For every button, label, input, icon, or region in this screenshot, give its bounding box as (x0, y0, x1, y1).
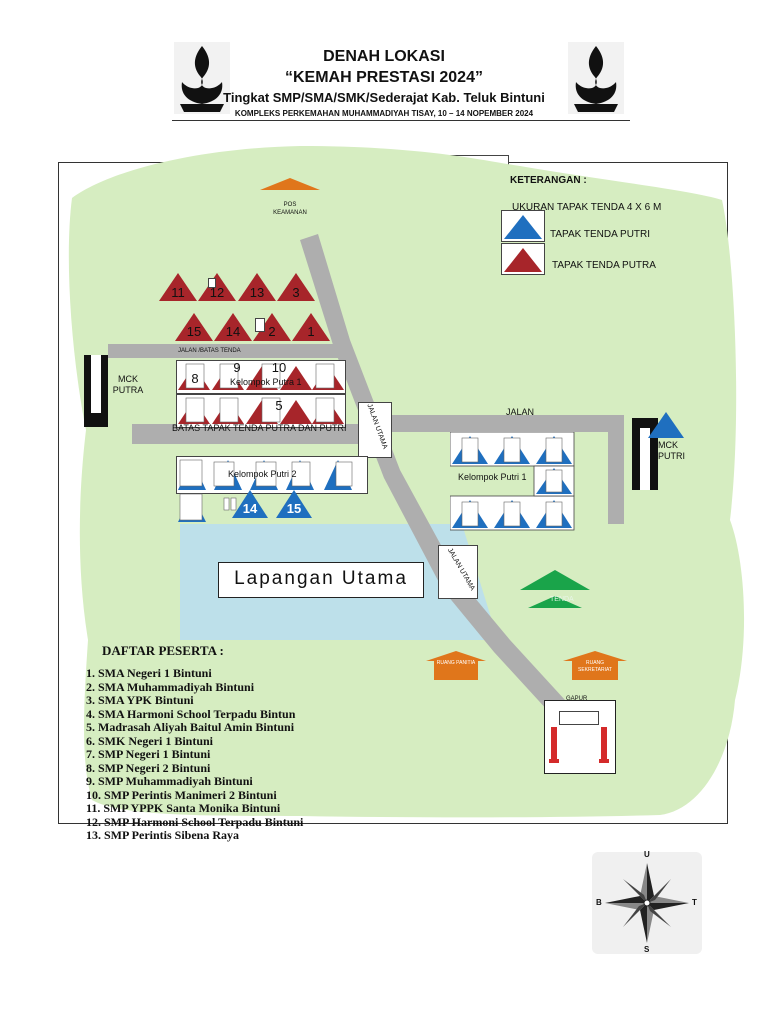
tent-number: 13 (249, 285, 265, 300)
compass-east: T (692, 898, 697, 907)
list-item: 2. SMA Muhammadiyah Bintuni (86, 679, 255, 694)
header-divider (172, 120, 630, 121)
peserta-title: DAFTAR PESERTA : (102, 643, 224, 658)
mck-putri-label: MCK PUTRI (658, 440, 685, 461)
compass-south: S (644, 945, 650, 954)
putra-tent (277, 273, 315, 301)
putra-tent (214, 313, 252, 341)
tent-number: 10 (271, 360, 287, 375)
peserta-list: 1. SMA Negeri 1 Bintuni 2. SMA Muhammadi… (86, 666, 304, 843)
list-item: 11. SMP YPPK Santa Monika Bintuni (86, 801, 281, 815)
scout-logo-right-icon (568, 42, 624, 114)
legend-putra-icon (501, 243, 545, 275)
compass-rose: U S B T (592, 850, 702, 954)
list-item: 6. SMK Negeri 1 Bintuni (86, 733, 214, 748)
putri-tent (276, 490, 312, 518)
kelompok-putri-1-label: Kelompok Putri 1 (458, 472, 527, 482)
compass-north: U (644, 850, 650, 859)
tent-number: 11 (171, 285, 185, 300)
kelompok-putri-2-label: Kelompok Putri 2 (228, 469, 297, 479)
tent-number: 12 (209, 285, 225, 300)
putra-tent (198, 273, 236, 301)
list-item: 8. SMP Negeri 2 Bintuni (86, 760, 211, 775)
mck-putri-roof-icon (648, 412, 684, 438)
compass-rose-icon (605, 863, 689, 943)
list-item: 12. SMP Harmoni School Terpadu Bintuni (86, 814, 304, 829)
small-marker (255, 318, 265, 332)
list-item: 13. SMP Perintis Sibena Raya (86, 828, 240, 842)
legend-putri-label: TAPAK TENDA PUTRI (550, 229, 651, 240)
list-item: 3. SMA YPK Bintuni (86, 693, 194, 707)
scout-logo-left-icon (174, 42, 230, 114)
tent-number: 1 (307, 324, 315, 339)
mck-putra-building (84, 355, 108, 427)
putri-1-tents (450, 432, 575, 531)
putra-tent (159, 273, 197, 301)
legend-putri-icon (501, 210, 545, 242)
tent-number: 15 (286, 501, 302, 516)
title-line-2: “KEMAH PRESTASI 2024” (285, 69, 483, 86)
lapangan-utama-label: Lapangan Utama (218, 562, 424, 598)
putra-tent (292, 313, 330, 341)
legend-title: KETERANGAN : (510, 175, 587, 186)
title-line-1: DENAH LOKASI (323, 48, 445, 65)
gapura-label: GAPUR (566, 696, 588, 702)
tenda-label: TENDA (550, 596, 574, 603)
jalan-utama-sign-2: JALAN UTAMA (438, 545, 478, 599)
putra-tent (175, 313, 213, 341)
tent-number: 15 (186, 324, 202, 339)
batas-label: BATAS TAPAK TENDA PUTRA DAN PUTRI (172, 423, 347, 433)
tenda-roof-icon (520, 570, 590, 590)
tent-number: 8 (191, 371, 199, 386)
putra-box-tents (178, 363, 344, 424)
tent-number: 9 (233, 360, 241, 375)
jalan-label: JALAN (506, 407, 535, 417)
small-marker (208, 278, 216, 288)
list-item: 4. SMA Harmoni School Terpadu Bintun (86, 706, 296, 721)
pos-keamanan-roof-icon (260, 178, 320, 190)
tenda-roof-icon-2 (528, 596, 582, 608)
list-item: 1. SMA Negeri 1 Bintuni (86, 666, 212, 680)
list-item: 5. Madrasah Aliyah Baitul Amin Bintuni (86, 720, 295, 734)
mck-putra-label: MCK PUTRA (112, 374, 144, 395)
legend-size: UKURAN TAPAK TENDA 4 X 6 M (512, 202, 662, 213)
title-line-3: Tingkat SMP/SMA/SMK/Sederajat Kab. Teluk… (223, 90, 545, 105)
putri-2-tents (178, 459, 353, 522)
gapura (544, 700, 616, 774)
legend-putra-label: TAPAK TENDA PUTRA (552, 260, 656, 271)
kelompok-putra-label: Kelompok Putra 1 (230, 377, 302, 387)
list-item: 7. SMP Negeri 1 Bintuni (86, 747, 211, 761)
tent-number: 3 (292, 285, 300, 300)
putra-tent (238, 273, 276, 301)
tent-number: 14 (225, 324, 241, 339)
tent-number: 14 (242, 501, 258, 516)
subtitle: KOMPLEKS PERKEMAHAN MUHAMMADIYAH TISAY, … (234, 109, 534, 118)
jalan-utama-sign-1: JALAN UTAMA (358, 402, 392, 458)
jalan-batas-label: JALAN /BATAS TENDA (178, 348, 241, 354)
list-item: 9. SMP Muhammadiyah Bintuni (86, 774, 253, 788)
list-item: 10. SMP Perintis Manimeri 2 Bintuni (86, 787, 277, 802)
putri-tent (232, 490, 268, 518)
tent-number: 5 (275, 398, 283, 413)
pos-keamanan-label: POS KEAMANAN (273, 202, 307, 216)
compass-west: B (596, 898, 602, 907)
tent-number: 2 (268, 324, 276, 339)
